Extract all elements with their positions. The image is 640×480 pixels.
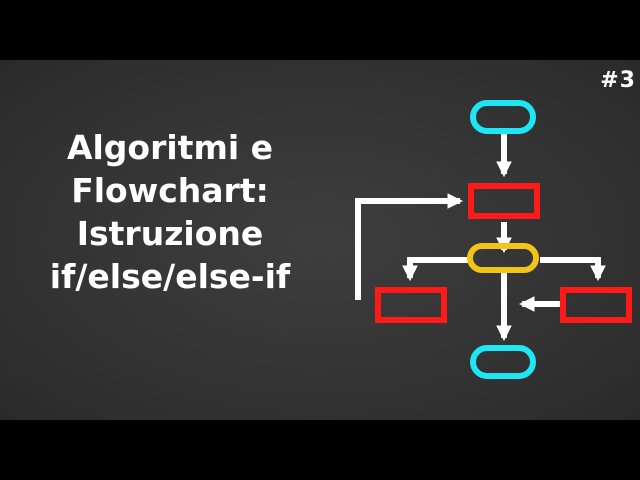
title-line-2: Flowchart: xyxy=(71,171,269,210)
arrow-loop-back xyxy=(355,193,464,300)
video-title: Algoritmi e Flowchart: Istruzione if/els… xyxy=(0,126,340,298)
decision-box-icon xyxy=(467,243,539,273)
arrow-decision-to-right xyxy=(540,257,606,282)
left-process-box-icon xyxy=(375,287,447,323)
right-process-box-icon xyxy=(560,287,632,323)
thumbnail-frame: #3 Algoritmi e Flowchart: Istruzione if/… xyxy=(0,60,640,420)
start-terminal-icon xyxy=(470,100,536,134)
title-line-4: if/else/else-if xyxy=(49,257,291,296)
flowchart-illustration xyxy=(355,100,632,379)
title-line-3: Istruzione xyxy=(76,214,264,253)
arrow-decision-to-left xyxy=(402,257,470,282)
process-box-icon xyxy=(468,183,540,219)
episode-number: #3 xyxy=(600,68,636,93)
end-terminal-icon xyxy=(470,345,536,379)
title-line-1: Algoritmi e xyxy=(66,128,274,167)
